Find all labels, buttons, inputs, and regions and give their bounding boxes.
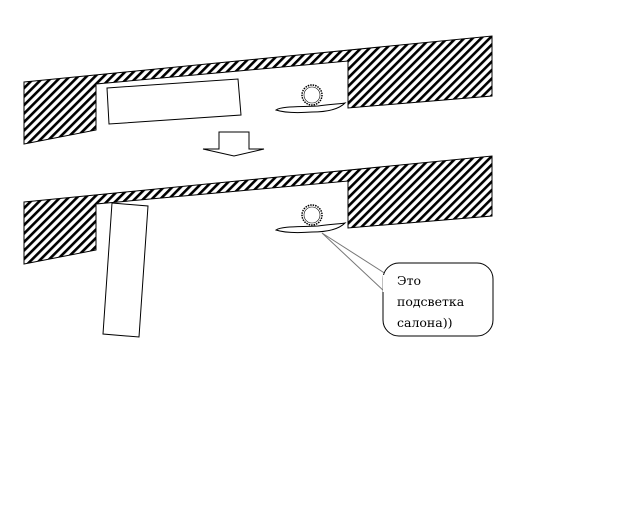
lamp-icon xyxy=(301,84,323,106)
sunroof-hatch-closed xyxy=(106,78,242,125)
callout-line-1: Это xyxy=(397,273,421,288)
sunroof-hatch-open xyxy=(102,202,149,338)
roof-panel xyxy=(23,155,493,265)
callout-pointer xyxy=(321,232,387,293)
lamp-lens xyxy=(274,102,347,114)
down-arrow-icon xyxy=(202,131,265,157)
state-open xyxy=(23,155,493,265)
lamp-icon xyxy=(301,204,323,226)
callout-line-3: салона)) xyxy=(397,315,452,330)
callout-bubble xyxy=(382,262,494,337)
callout: Это подсветка салона)) xyxy=(321,232,494,337)
state-closed xyxy=(23,35,493,145)
lamp-lens xyxy=(274,222,347,234)
roof-panel xyxy=(23,35,493,145)
callout-line-2: подсветка xyxy=(397,294,465,309)
